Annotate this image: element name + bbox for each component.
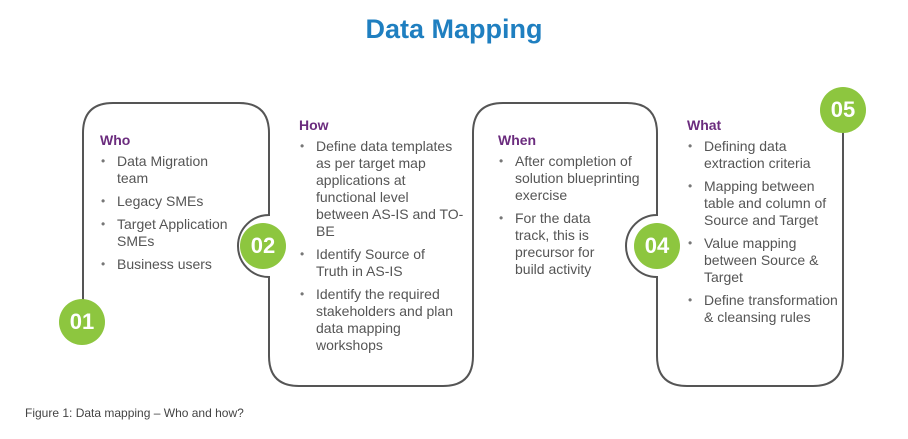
list-item: Defining data extraction criteria [687, 138, 839, 172]
step-who: Who Data Migration team Legacy SMEs Targ… [100, 132, 240, 279]
step-badge-01: 01 [59, 299, 105, 345]
list-item: Data Migration team [100, 153, 222, 187]
step-badge-02: 02 [240, 223, 286, 269]
list-item: Identify the required stakeholders and p… [299, 286, 456, 354]
flow-path [82, 102, 844, 387]
list-item: Legacy SMEs [100, 193, 240, 210]
step-badge-04: 04 [634, 223, 680, 269]
step-badge-05: 05 [820, 87, 866, 133]
step-heading: How [299, 117, 329, 133]
list-item: Identify Source of Truth in AS-IS [299, 246, 441, 280]
list-item: Value mapping between Source & Target [687, 235, 844, 286]
step-heading: When [498, 132, 537, 148]
step-how: How Define data templates as per target … [299, 117, 469, 360]
step-heading: What [687, 117, 722, 133]
step-when: When After completion of solution bluepr… [498, 132, 640, 284]
list-item: Define transformation & cleansing rules [687, 292, 839, 326]
list-item: Mapping between table and column of Sour… [687, 178, 841, 229]
list-item: Business users [100, 256, 240, 273]
list-item: For the data track, this is precursor fo… [498, 210, 620, 278]
list-item: After completion of solution blueprintin… [498, 153, 643, 204]
list-item: Target Application SMEs [100, 216, 242, 250]
step-what: What Defining data extraction criteria M… [687, 117, 839, 332]
figure-caption: Figure 1: Data mapping – Who and how? [25, 406, 244, 420]
list-item: Define data templates as per target map … [299, 138, 464, 240]
page-title: Data Mapping [365, 14, 543, 44]
step-heading: Who [100, 132, 131, 148]
